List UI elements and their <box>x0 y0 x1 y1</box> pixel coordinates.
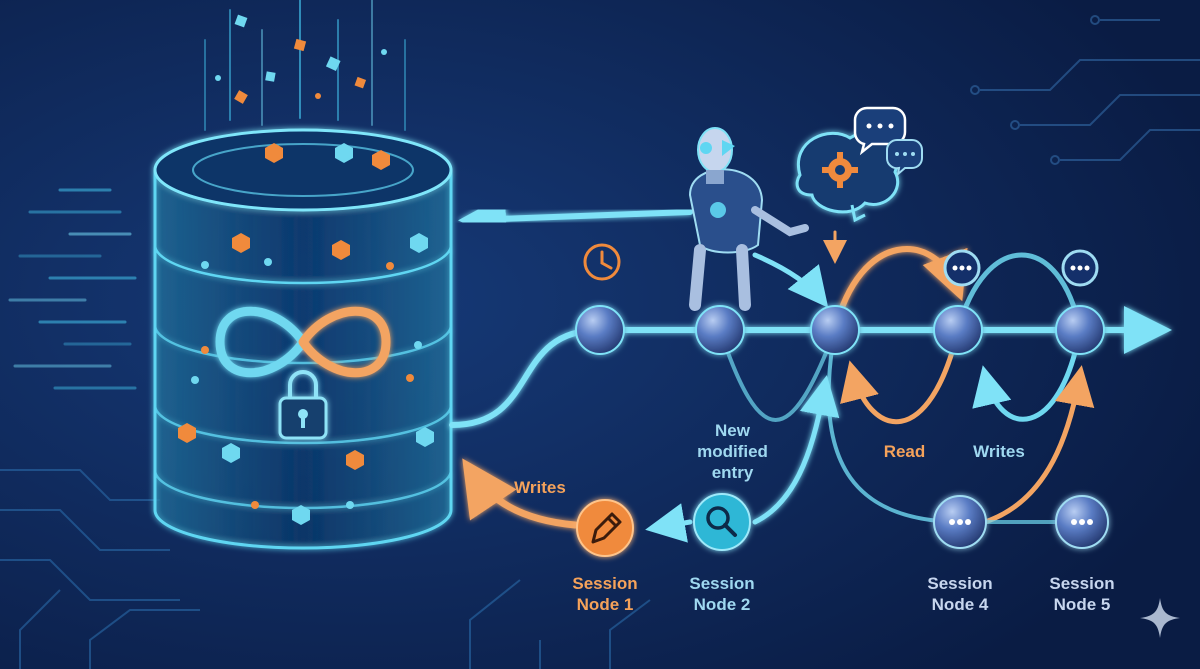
writes-label-right: Writes <box>973 442 1025 461</box>
floating-data-cubes <box>215 14 387 104</box>
session-node-4-label: Session Node 4 <box>927 574 993 614</box>
writes-label-left: Writes <box>514 478 566 497</box>
timeline-node-4 <box>933 305 983 355</box>
session-node-5-label: Session Node 5 <box>1049 574 1115 614</box>
timeline-node-3 <box>810 305 860 355</box>
robot-icon <box>688 127 809 311</box>
vertical-data-lines <box>204 0 406 131</box>
ellipsis-icon <box>943 249 1099 287</box>
infinity-icon <box>215 306 391 378</box>
data-stream-lines <box>8 188 137 390</box>
pencil-icon <box>591 512 622 544</box>
session-node-5 <box>1055 495 1109 549</box>
circuit-traces <box>0 469 651 669</box>
timeline-node-5 <box>1055 305 1105 355</box>
session-node-2 <box>693 493 751 551</box>
read-label: Read <box>883 442 926 461</box>
session-node-1-label: Session Node 1 <box>572 574 638 614</box>
brain-gear-icon <box>795 131 900 223</box>
session-node-4 <box>933 495 987 549</box>
timeline-nodes <box>575 305 1105 355</box>
magnifier-icon <box>706 506 737 537</box>
flow-arrows <box>458 194 847 543</box>
circuit-traces-top-right <box>970 15 1200 165</box>
new-modified-entry-label: New modified entry <box>697 421 768 482</box>
sparkle-icon <box>1140 598 1180 638</box>
session-node-2-label: Session Node 2 <box>689 574 755 614</box>
padlock-icon <box>278 370 328 440</box>
timeline-node-1 <box>575 305 625 355</box>
speech-bubble-icon <box>853 106 923 177</box>
session-node-1 <box>576 499 634 557</box>
timeline-node-2 <box>695 305 745 355</box>
cylinder-data-cubes <box>178 143 434 525</box>
clock-icon <box>583 243 621 281</box>
